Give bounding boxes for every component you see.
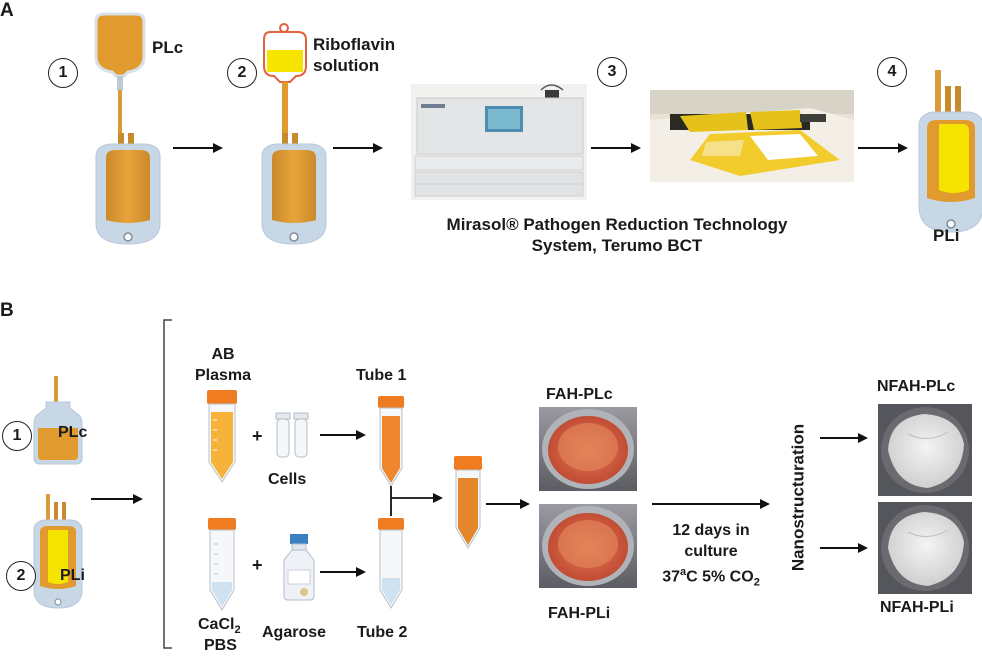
riboflavin-label-line1: Riboflavin (313, 35, 396, 54)
plc-bottle-b (33, 376, 83, 465)
step-3-circle: 3 (597, 57, 627, 87)
tube2-label: Tube 2 (357, 624, 408, 641)
ab-plasma-label-line1: AB (211, 346, 235, 363)
plus-sign-1: + (252, 426, 263, 446)
tube2 (378, 518, 404, 609)
tube1-label: Tube 1 (356, 367, 407, 384)
arrow-culture (652, 499, 770, 509)
riboflavin-label-line2: solution (313, 56, 380, 75)
tube-connector (390, 486, 443, 516)
cells-vials (275, 412, 309, 458)
cacl2-label: CaCl2 (198, 615, 241, 640)
arrow-a2 (333, 143, 383, 153)
mirasol-label-line1: Mirasol® Pathogen Reduction Technology (446, 215, 788, 234)
mirasol-label-line2: System, Terumo BCT (531, 236, 703, 255)
plus-sign-2: + (252, 555, 263, 575)
arrow-nfah-pli (820, 543, 868, 553)
step-4-circle: 4 (877, 57, 907, 87)
culture-temp-sup: a (679, 566, 687, 578)
agarose-label: Agarose (262, 624, 327, 641)
nfah-pli-image (878, 502, 972, 594)
bracket (163, 319, 172, 649)
plc-label-b: PLc (58, 424, 88, 441)
culture-co2-sub: 2 (753, 576, 760, 589)
fah-plc-label: FAH-PLc (546, 386, 613, 403)
cells-label: Cells (268, 471, 307, 488)
ab-plasma-label-line2: Plasma (194, 367, 252, 384)
culture-co2: C 5% CO (686, 568, 754, 586)
plc-transfer-bag (94, 12, 161, 245)
step-1-circle: 1 (48, 58, 78, 88)
arrow-b-in (91, 494, 143, 504)
step-b2-circle: 2 (6, 561, 36, 591)
arrow-a1 (173, 143, 223, 153)
nanostructuration-label: Nanostructuration (788, 423, 808, 572)
cacl2-base: CaCl (198, 616, 235, 633)
panel-a-letter: A (0, 0, 14, 21)
tube1 (378, 396, 404, 487)
nfah-plc-image (878, 404, 972, 496)
pbs-label: PBS (204, 637, 237, 654)
arrow-agarose-tube2 (320, 567, 366, 577)
pli-bag-b (33, 494, 83, 609)
arrow-cells-tube1 (320, 430, 366, 440)
cacl2-pbs-tube (208, 518, 236, 611)
arrow-mix-fah (486, 499, 530, 509)
nfah-plc-label: NFAH-PLc (877, 378, 956, 395)
agarose-bottle (283, 534, 315, 601)
step-2-circle: 2 (227, 58, 257, 88)
fah-pli-dish-image (539, 504, 637, 588)
culture-line3: 37aC 5% CO2 (648, 563, 774, 593)
culture-line2: culture (684, 543, 738, 560)
arrow-a3 (591, 143, 641, 153)
cacl2-subscript: 2 (234, 624, 241, 637)
riboflavin-bag (261, 23, 327, 245)
ab-plasma-tube (207, 390, 237, 483)
plc-label-a: PLc (152, 38, 184, 57)
pli-label-b: PLi (60, 567, 85, 584)
pli-label-a: PLi (933, 226, 960, 245)
mirasol-device-image (411, 84, 587, 200)
panel-b-letter: B (0, 300, 14, 321)
pli-bag-a (918, 70, 982, 233)
arrow-a4 (858, 143, 908, 153)
mixed-tube (454, 456, 482, 549)
arrow-nfah-plc (820, 433, 868, 443)
step-b1-circle: 1 (2, 421, 32, 451)
fah-plc-dish-image (539, 407, 637, 491)
illumination-photo (650, 90, 854, 182)
culture-temp: 37 (662, 568, 680, 586)
culture-line1: 12 days in (672, 522, 750, 539)
nfah-pli-label: NFAH-PLi (880, 599, 954, 616)
fah-pli-label: FAH-PLi (548, 605, 611, 622)
